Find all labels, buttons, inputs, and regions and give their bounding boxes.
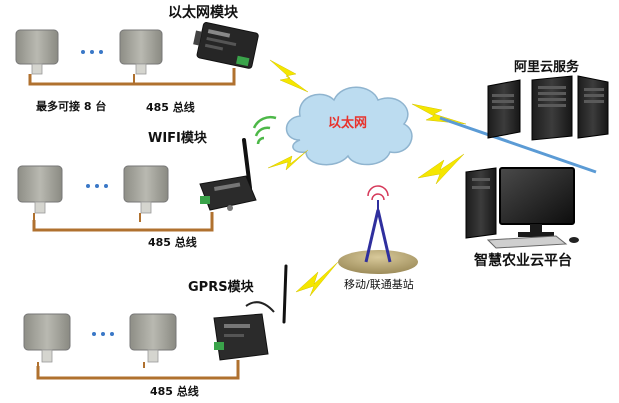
lightning-icon — [295, 261, 339, 297]
lightning-icon — [267, 149, 309, 171]
bus-485-line-bottom — [36, 360, 240, 380]
ellipsis-icon — [86, 184, 108, 188]
base-station-label: 移动/联通基站 — [344, 278, 414, 291]
max-devices-label: 最多可接 8 台 — [36, 100, 107, 113]
server-group — [487, 75, 609, 141]
sensor-icon — [123, 165, 169, 222]
server-icon — [577, 75, 609, 139]
sensor-icon — [119, 29, 163, 84]
server-icon — [487, 79, 521, 139]
bus-485-line-top — [28, 68, 236, 86]
lightning-icon — [417, 153, 465, 185]
bus-485-line-mid — [32, 212, 214, 232]
sensor-icon — [15, 29, 59, 84]
bus-485-label-bottom: 485 总线 — [150, 385, 199, 398]
ethernet-module-label: 以太网模块 — [168, 5, 238, 21]
lightning-icon — [269, 59, 309, 93]
sensor-icon — [23, 313, 71, 368]
bus-485-label-top: 485 总线 — [146, 101, 195, 114]
desktop-computer-icon — [465, 167, 579, 249]
wifi-gateway-icon — [199, 115, 277, 211]
smart-agri-platform-label: 智慧农业云平台 — [474, 253, 572, 269]
ethernet-gateway-icon — [193, 22, 259, 69]
wifi-row — [17, 115, 277, 232]
ethernet-row — [15, 22, 259, 86]
base-station-icon — [338, 185, 418, 274]
gprs-row — [23, 264, 288, 380]
ellipsis-icon — [92, 332, 114, 336]
gprs-module-label: GPRS模块 — [188, 280, 254, 295]
sensor-icon — [129, 313, 177, 368]
ethernet-cloud-label: 以太网 — [328, 116, 368, 131]
aliyun-service-label: 阿里云服务 — [514, 60, 580, 75]
ellipsis-icon — [81, 50, 103, 54]
sensor-icon — [17, 165, 63, 222]
lightning-icon — [411, 103, 467, 125]
ethernet-cloud-icon — [285, 86, 413, 166]
bus-485-label-mid: 485 总线 — [148, 236, 197, 249]
wifi-module-label: WIFI模块 — [148, 131, 207, 146]
gprs-gateway-icon — [213, 264, 288, 361]
server-icon — [531, 75, 573, 141]
ethernet-link-line — [439, 116, 597, 174]
